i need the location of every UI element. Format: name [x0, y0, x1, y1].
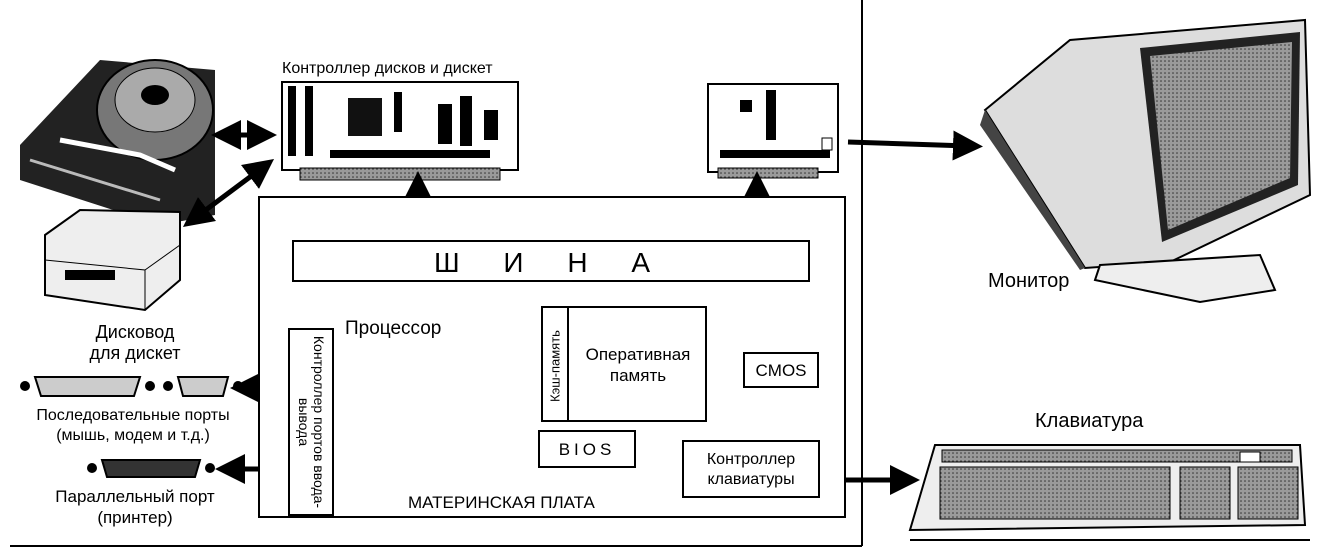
bus-label: Ш И Н А [433, 247, 669, 278]
keyboard-image [908, 444, 1310, 541]
disk-controller-label: Контроллер дисков и дискет [282, 60, 493, 77]
floppy-label-line2: для дискет [89, 343, 181, 363]
arrow-floppy-controller [182, 159, 275, 227]
io-controller-label: Контроллер портов ввода-вывода [296, 335, 327, 509]
kbd-controller-label: Контроллер клавиатуры [684, 450, 818, 490]
keyboard-label: Клавиатура [1035, 410, 1144, 432]
ram-label-line2: память [609, 366, 667, 385]
serial-ports-image [20, 376, 243, 397]
cmos-box: CMOS [743, 352, 819, 388]
ram-label-line1: Оперативная [585, 345, 691, 364]
io-controller-box: Контроллер портов ввода-вывода [288, 328, 334, 516]
arrow-video-monitor [847, 130, 983, 161]
kbd-controller-line1: Контроллер [706, 451, 796, 468]
floppy-label: Дисковод для дискет [60, 322, 210, 364]
disk-controller-card-image [281, 81, 519, 181]
bios-box: BIOS [538, 430, 636, 468]
processor-label: Процессор [345, 318, 442, 339]
serial-ports-line2: (мышь, модем и т.д.) [56, 427, 210, 444]
floppy-label-line1: Дисковод [95, 322, 175, 342]
cache-label: Кэш-память [547, 330, 563, 402]
monitor-image [980, 18, 1312, 304]
parallel-port-image [87, 459, 215, 478]
video-card-image [707, 83, 839, 179]
motherboard-label: МАТЕРИНСКАЯ ПЛАТА [408, 493, 595, 512]
ram-label: Оперативная память [571, 344, 705, 386]
kbd-controller-line2: клавиатуры [707, 471, 795, 488]
cmos-label: CMOS [755, 361, 807, 380]
parallel-port-label: Параллельный порт (принтер) [30, 486, 240, 528]
parallel-port-line1: Параллельный порт [55, 487, 215, 506]
kbd-controller-box: Контроллер клавиатуры [682, 440, 820, 498]
hard-disk-image [20, 59, 215, 225]
floppy-drive-image [44, 208, 181, 312]
serial-ports-label: Последовательные порты (мышь, модем и т.… [8, 406, 258, 446]
bus-box: Ш И Н А [292, 240, 810, 282]
parallel-port-line2: (принтер) [97, 508, 173, 527]
monitor-label: Монитор [988, 270, 1070, 292]
ram-box: Кэш-память Оперативная память [541, 306, 707, 422]
bios-label: BIOS [558, 440, 616, 459]
cache-divider [567, 308, 569, 420]
serial-ports-line1: Последовательные порты [36, 407, 230, 424]
